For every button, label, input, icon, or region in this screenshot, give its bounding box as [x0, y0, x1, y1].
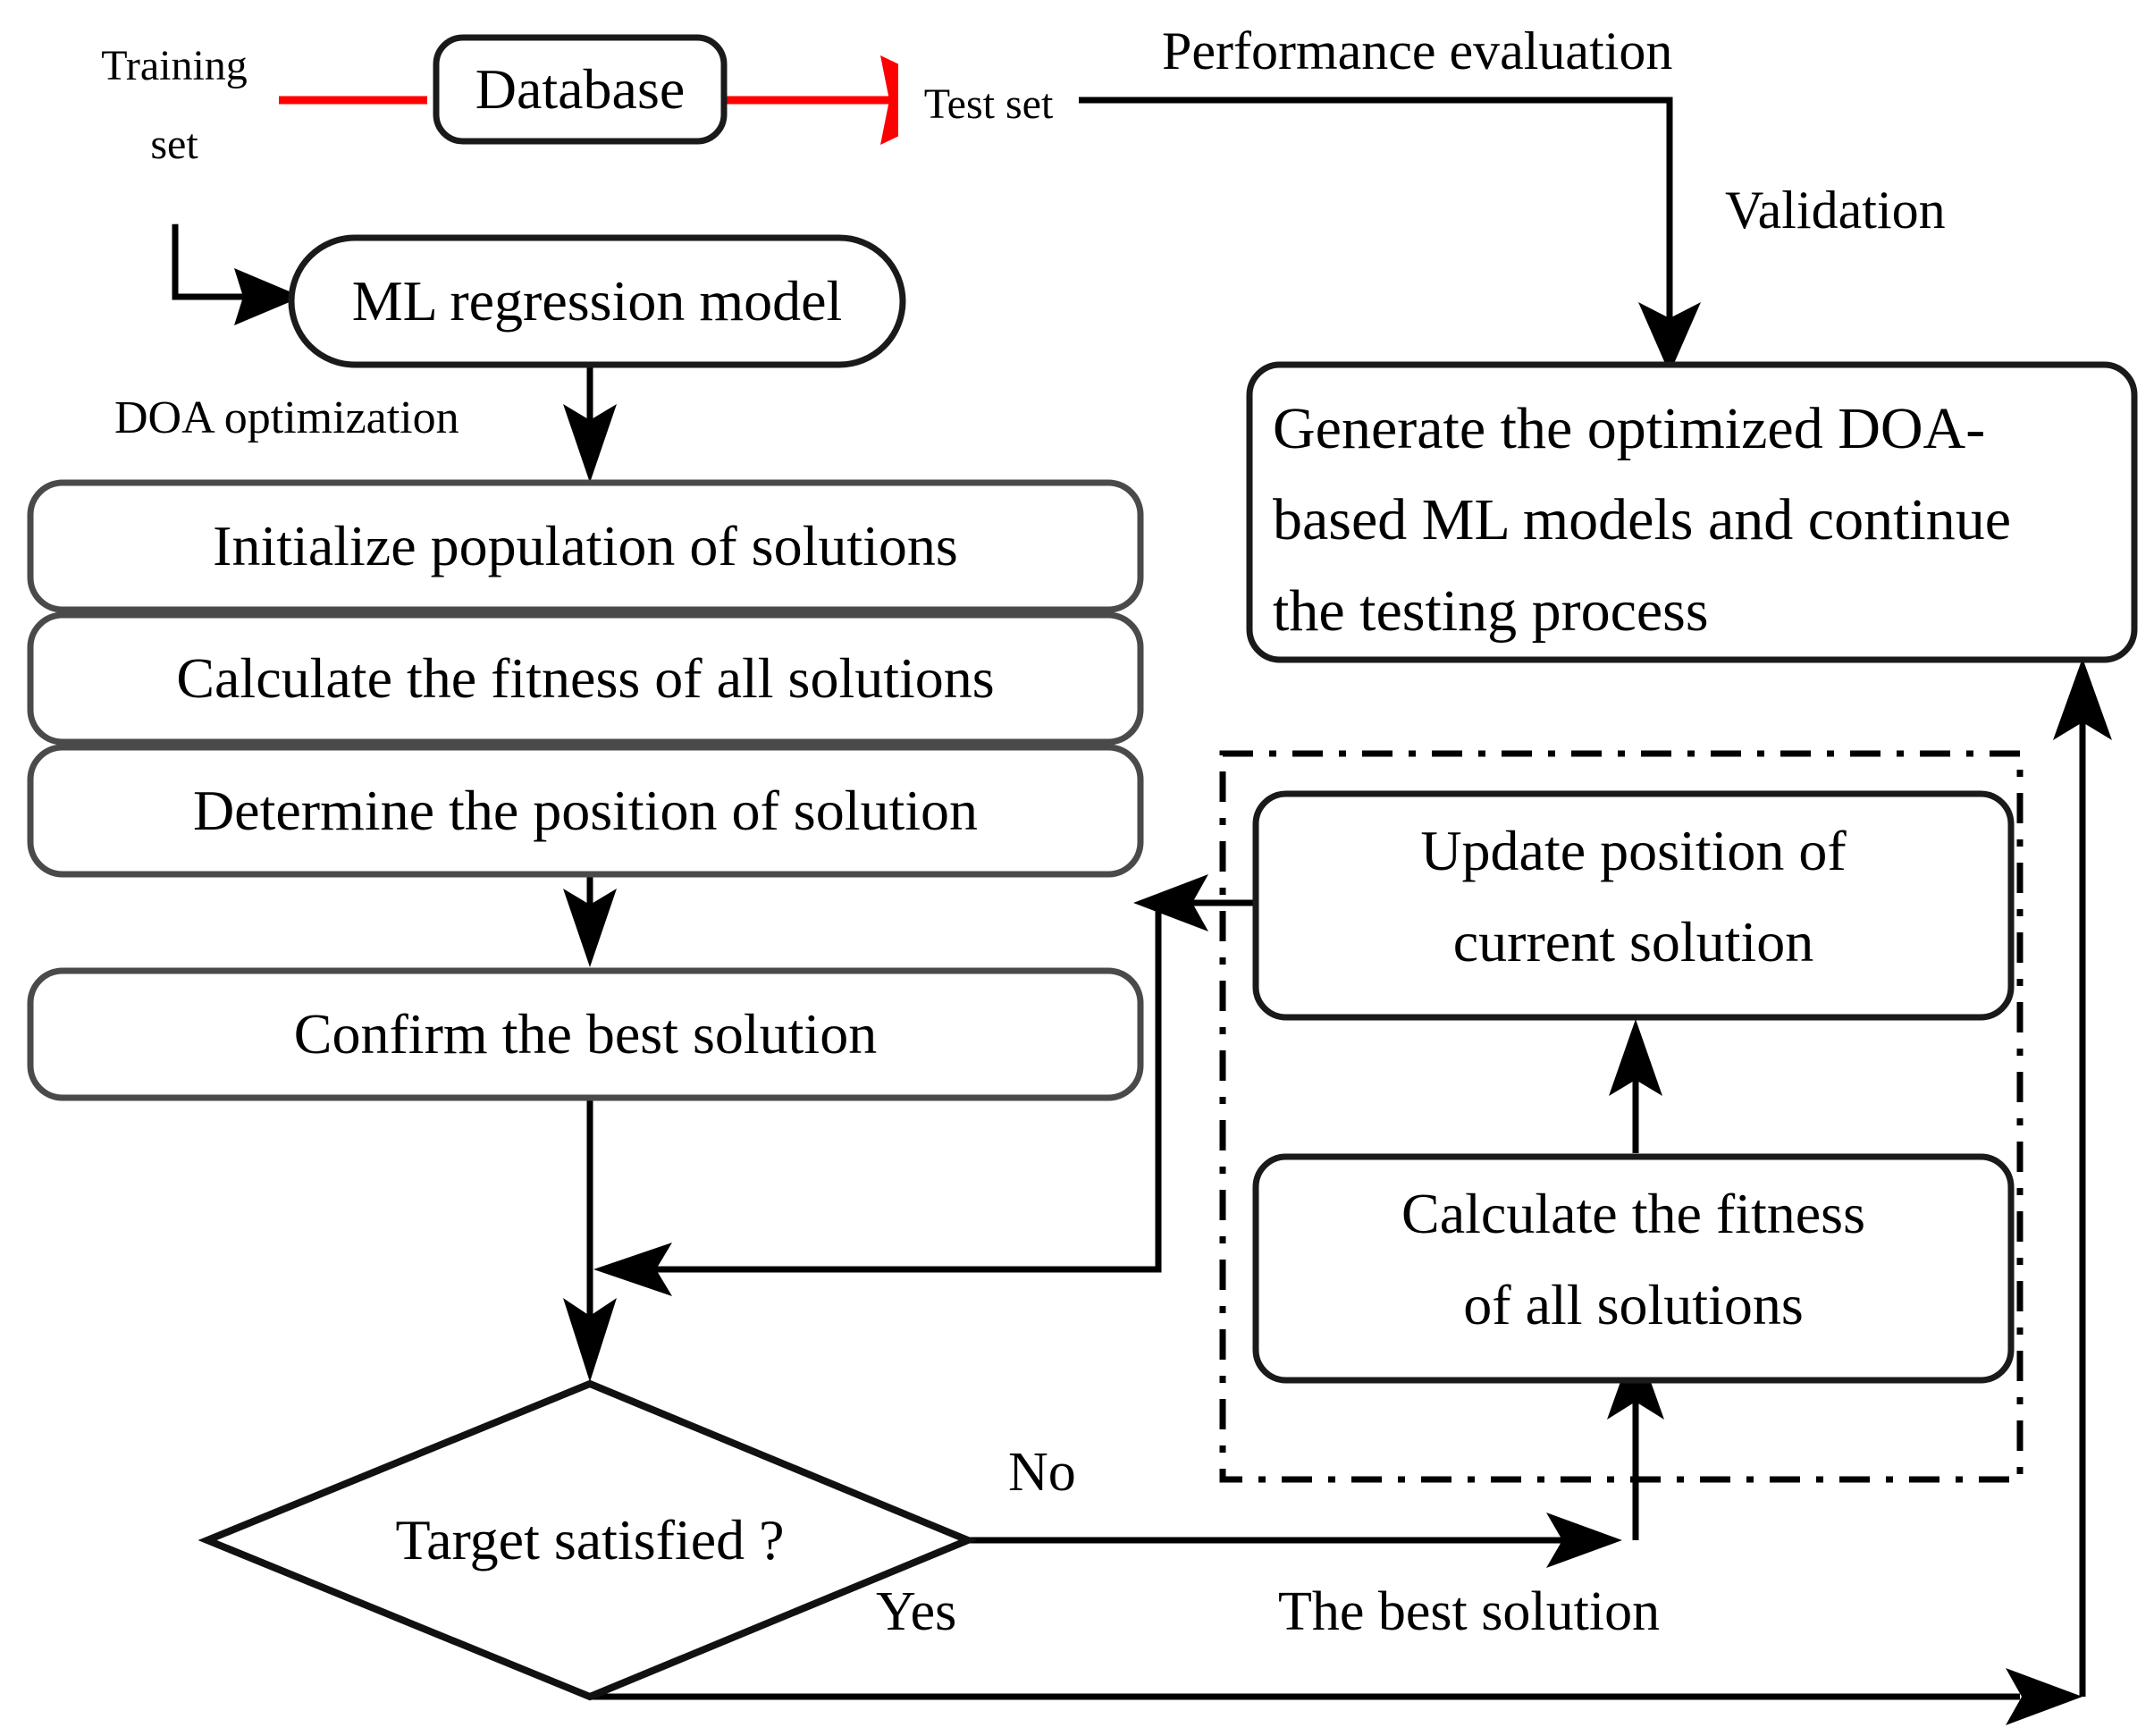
edge-decision-yes	[590, 658, 2112, 1725]
node-calculate-fitness-of-all-solutions[interactable]	[1252, 1153, 2015, 1384]
generate-label-line3: the testing process	[1273, 578, 1709, 644]
database-label: Database	[475, 57, 686, 121]
node-ml-regression-model[interactable]	[288, 234, 906, 368]
edge-label-performance-evaluation: Performance evaluation	[1162, 21, 1673, 80]
edge-confirm-to-decision	[563, 1098, 617, 1382]
test-set-label: Test set	[923, 80, 1054, 128]
update-position-label-line1: Update position of	[1420, 819, 1847, 882]
calc-fitness2-label-line1: Calculate the fitness	[1401, 1182, 1865, 1245]
initialize-label: Initialize population of solutions	[213, 514, 958, 577]
generate-label-line1: Generate the optimized DOA-	[1273, 396, 1986, 461]
edge-label-no: No	[1008, 1441, 1076, 1503]
edge-training-to-model	[172, 192, 302, 325]
calculate-fitness-label: Calculate the fitness of all solutions	[176, 646, 995, 710]
generate-label-line2: based ML models and continue	[1273, 487, 2012, 552]
calc-fitness2-label-line2: of all solutions	[1463, 1273, 1804, 1336]
node-database[interactable]	[433, 34, 728, 145]
node-test-set[interactable]	[898, 21, 1079, 206]
node-generate-optimized-models[interactable]	[1246, 361, 2138, 663]
edge-determine-to-confirm	[563, 874, 617, 967]
edge-label-validation: Validation	[1725, 180, 1946, 240]
decision-label: Target satisfied ?	[395, 1508, 785, 1572]
training-set-label-line2: set	[150, 120, 198, 168]
node-update-position[interactable]	[1252, 790, 2015, 1021]
confirm-label: Confirm the best solution	[293, 1002, 878, 1066]
node-training-set[interactable]	[70, 25, 279, 224]
edge-label-doa-optimization: DOA optimization	[114, 392, 459, 443]
node-decision-target-satisfied[interactable]	[198, 1379, 978, 1701]
edge-update-to-main-column	[593, 874, 1256, 1296]
ml-model-label: ML regression model	[351, 269, 843, 333]
edge-label-yes: Yes	[876, 1580, 957, 1642]
node-calculate-fitness[interactable]	[27, 611, 1144, 746]
determine-label: Determine the position of solution	[192, 779, 979, 842]
update-position-label-line2: current solution	[1452, 910, 1814, 973]
doa-iteration-group-dashed-box	[1219, 750, 2024, 1483]
node-determine-position[interactable]	[27, 744, 1144, 878]
edge-calc2-to-update	[1609, 1019, 1662, 1153]
edge-label-best-solution: The best solution	[1278, 1580, 1661, 1642]
training-set-label-line1: Training	[101, 41, 248, 89]
edge-model-to-initialize	[563, 365, 617, 483]
node-confirm-best-solution[interactable]	[27, 967, 1144, 1101]
node-initialize-population[interactable]	[27, 479, 1144, 613]
edge-test-to-generate	[1079, 97, 1701, 374]
